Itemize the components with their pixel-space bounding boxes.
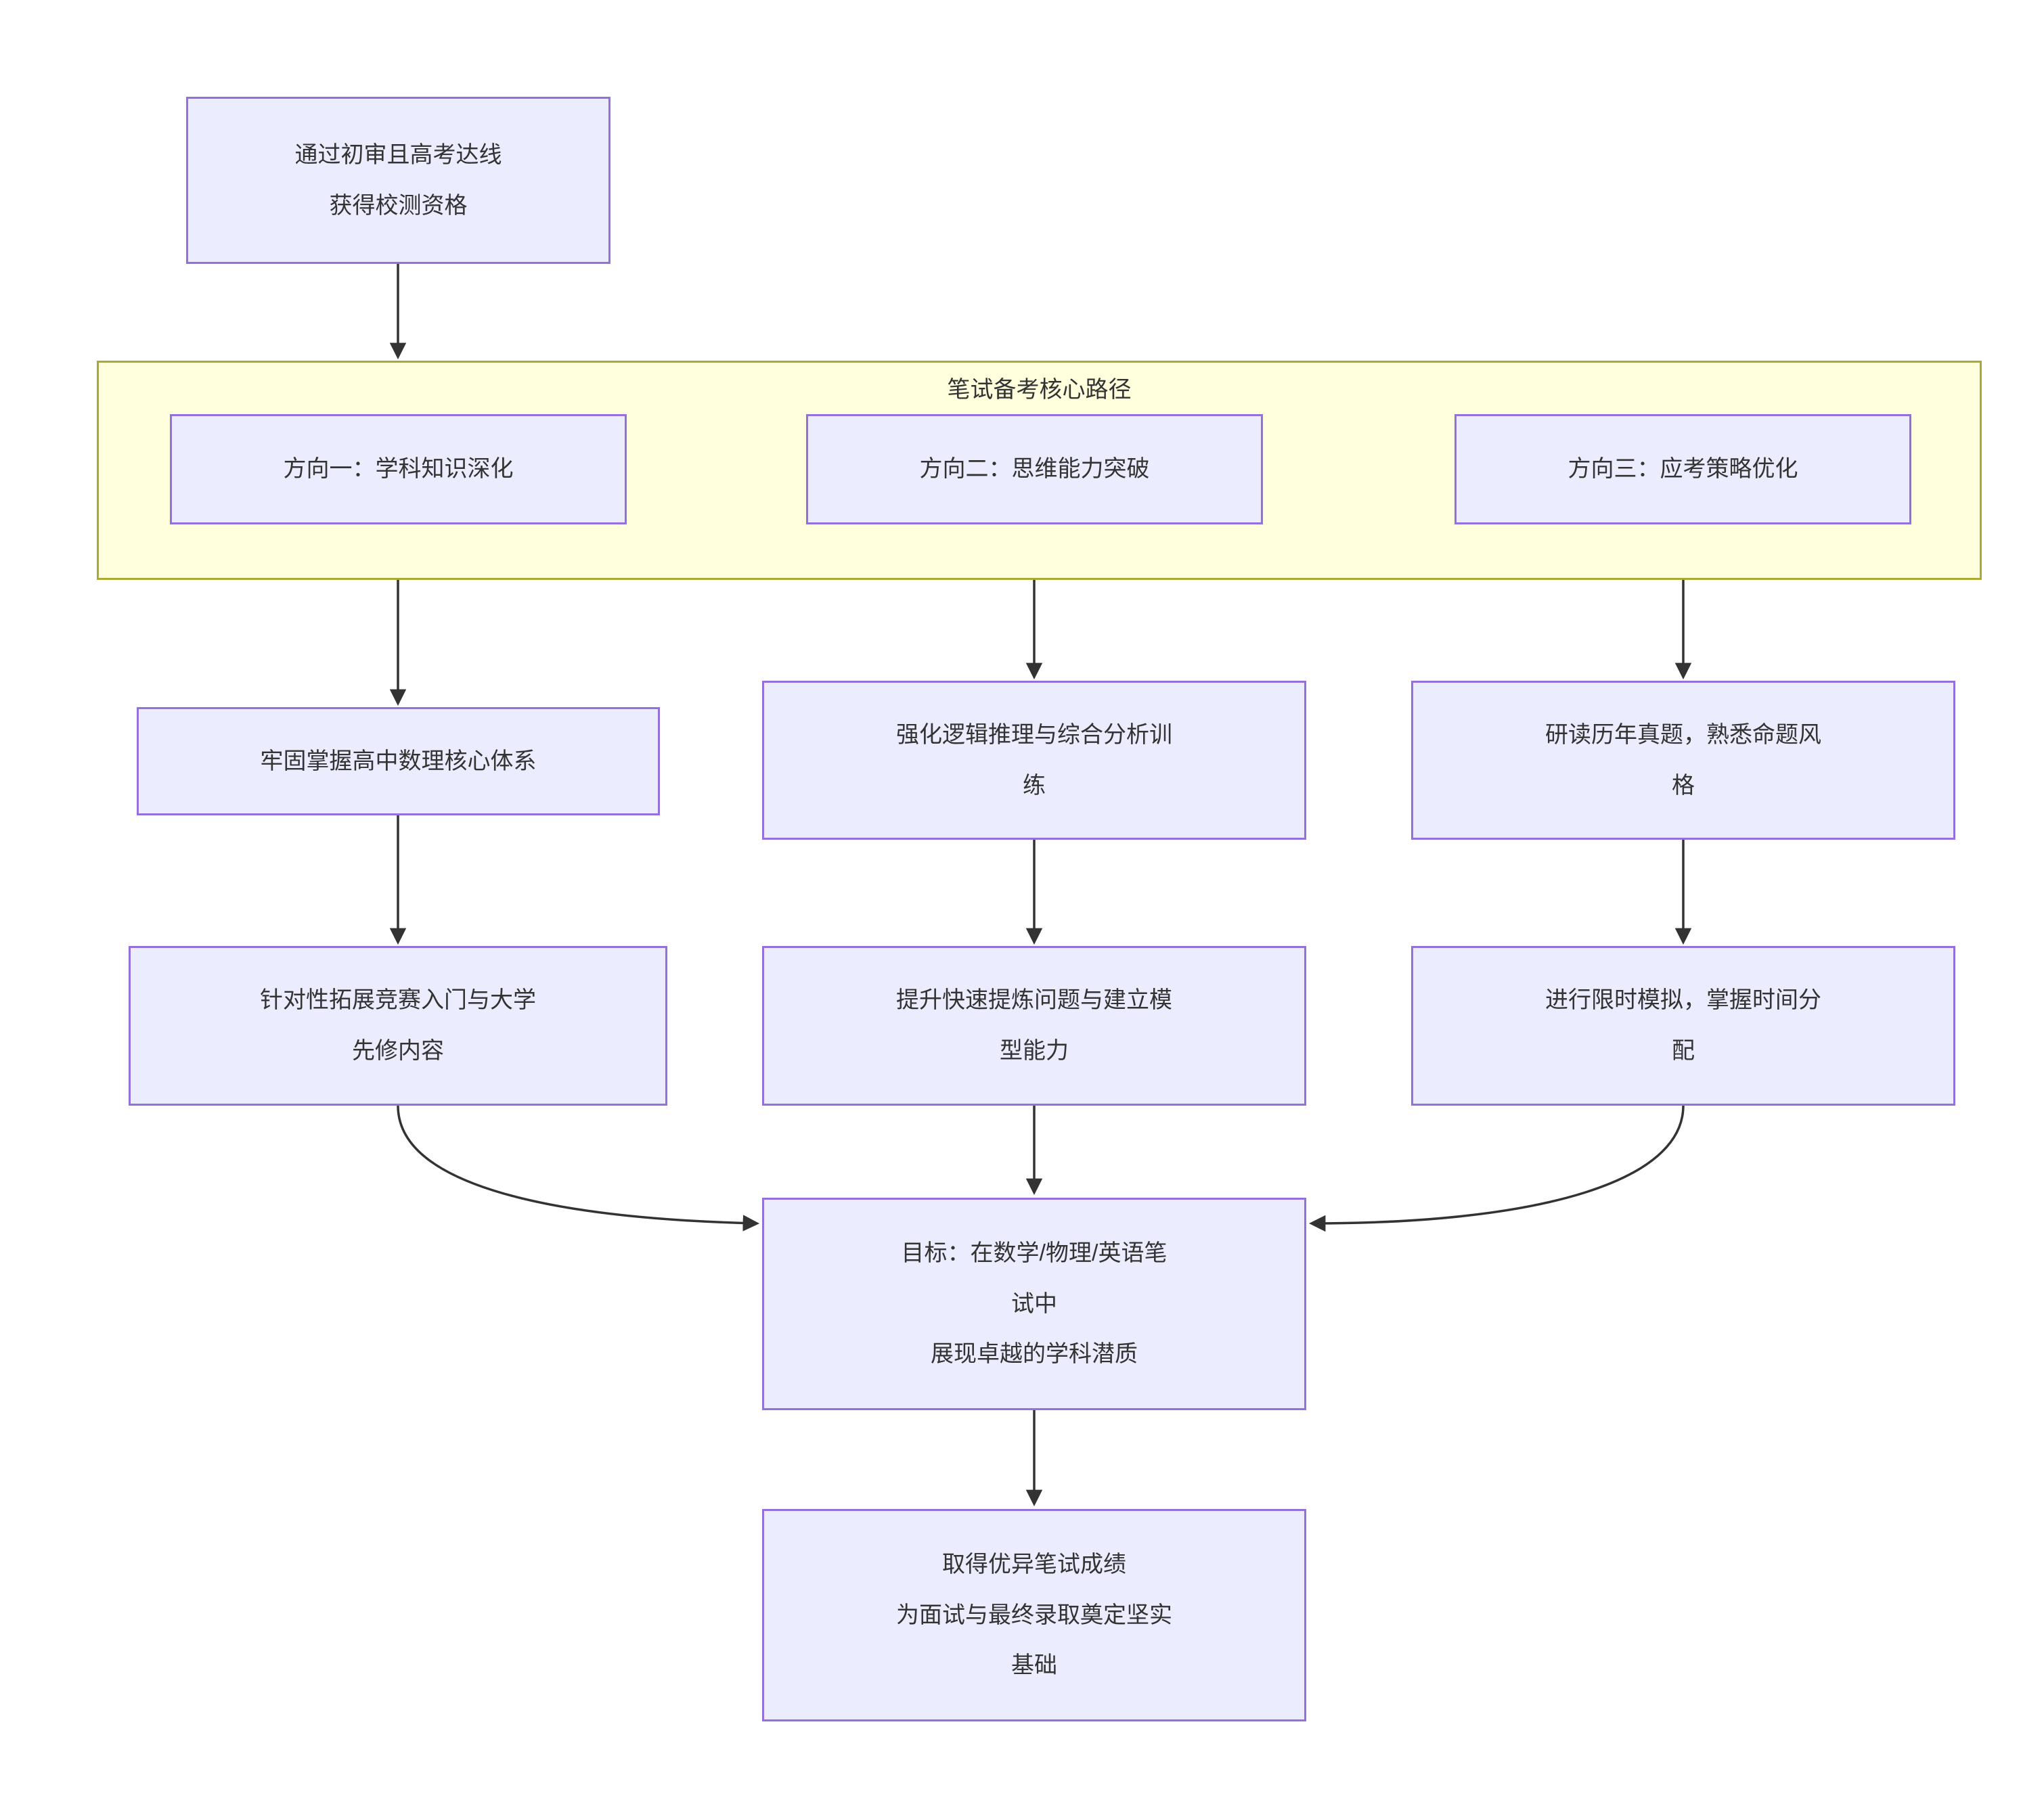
subgraph-title: 笔试备考核心路径 [947,377,1132,403]
node-final-result: 取得优异笔试成绩 为面试与最终录取奠定坚实 基础 [762,1509,1306,1721]
node-direction-2-label: 方向二：思维能力突破 [919,456,1150,482]
node-start-qualification: 通过初审且高考达线 获得校测资格 [186,97,610,264]
node-goal-written-test: 目标：在数学/物理/英语笔 试中 展现卓越的学科潜质 [762,1198,1306,1410]
node-past-papers: 研读历年真题，熟悉命题风 格 [1411,681,1955,840]
edge-competition-to-goal [397,1105,760,1232]
node-consolidate-core-knowledge: 牢固掌握高中数理核心体系 [137,707,660,815]
node-problem-modeling-ability: 提升快速提炼问题与建立模 型能力 [762,946,1306,1106]
node-direction-1-label: 方向一：学科知识深化 [283,456,514,482]
node-direction-3-exam-strategy: 方向三：应考策略优化 [1454,414,1911,524]
node-consolidate-label: 牢固掌握高中数理核心体系 [260,748,537,774]
node-competition-label: 针对性拓展竞赛入门与大学 先修内容 [260,987,536,1064]
node-direction-1-subject-knowledge: 方向一：学科知识深化 [170,414,627,524]
node-modeling-label: 提升快速提炼问题与建立模 型能力 [896,987,1172,1064]
node-result-label: 取得优异笔试成绩 为面试与最终录取奠定坚实 基础 [896,1551,1172,1679]
node-start-label: 通过初审且高考达线 获得校测资格 [294,141,502,219]
node-goal-label: 目标：在数学/物理/英语笔 试中 展现卓越的学科潜质 [901,1240,1168,1368]
node-timing-label: 进行限时模拟，掌握时间分 配 [1545,987,1821,1064]
node-past-papers-label: 研读历年真题，熟悉命题风 格 [1545,721,1821,798]
node-direction-2-thinking-ability: 方向二：思维能力突破 [806,414,1263,524]
node-logic-training: 强化逻辑推理与综合分析训 练 [762,681,1306,840]
node-direction-3-label: 方向三：应考策略优化 [1568,456,1798,482]
node-competition-advanced-content: 针对性拓展竞赛入门与大学 先修内容 [129,946,667,1106]
edge-timing-to-goal [1308,1105,1685,1232]
node-logic-label: 强化逻辑推理与综合分析训 练 [896,721,1172,798]
node-timed-mock-exams: 进行限时模拟，掌握时间分 配 [1411,946,1955,1106]
